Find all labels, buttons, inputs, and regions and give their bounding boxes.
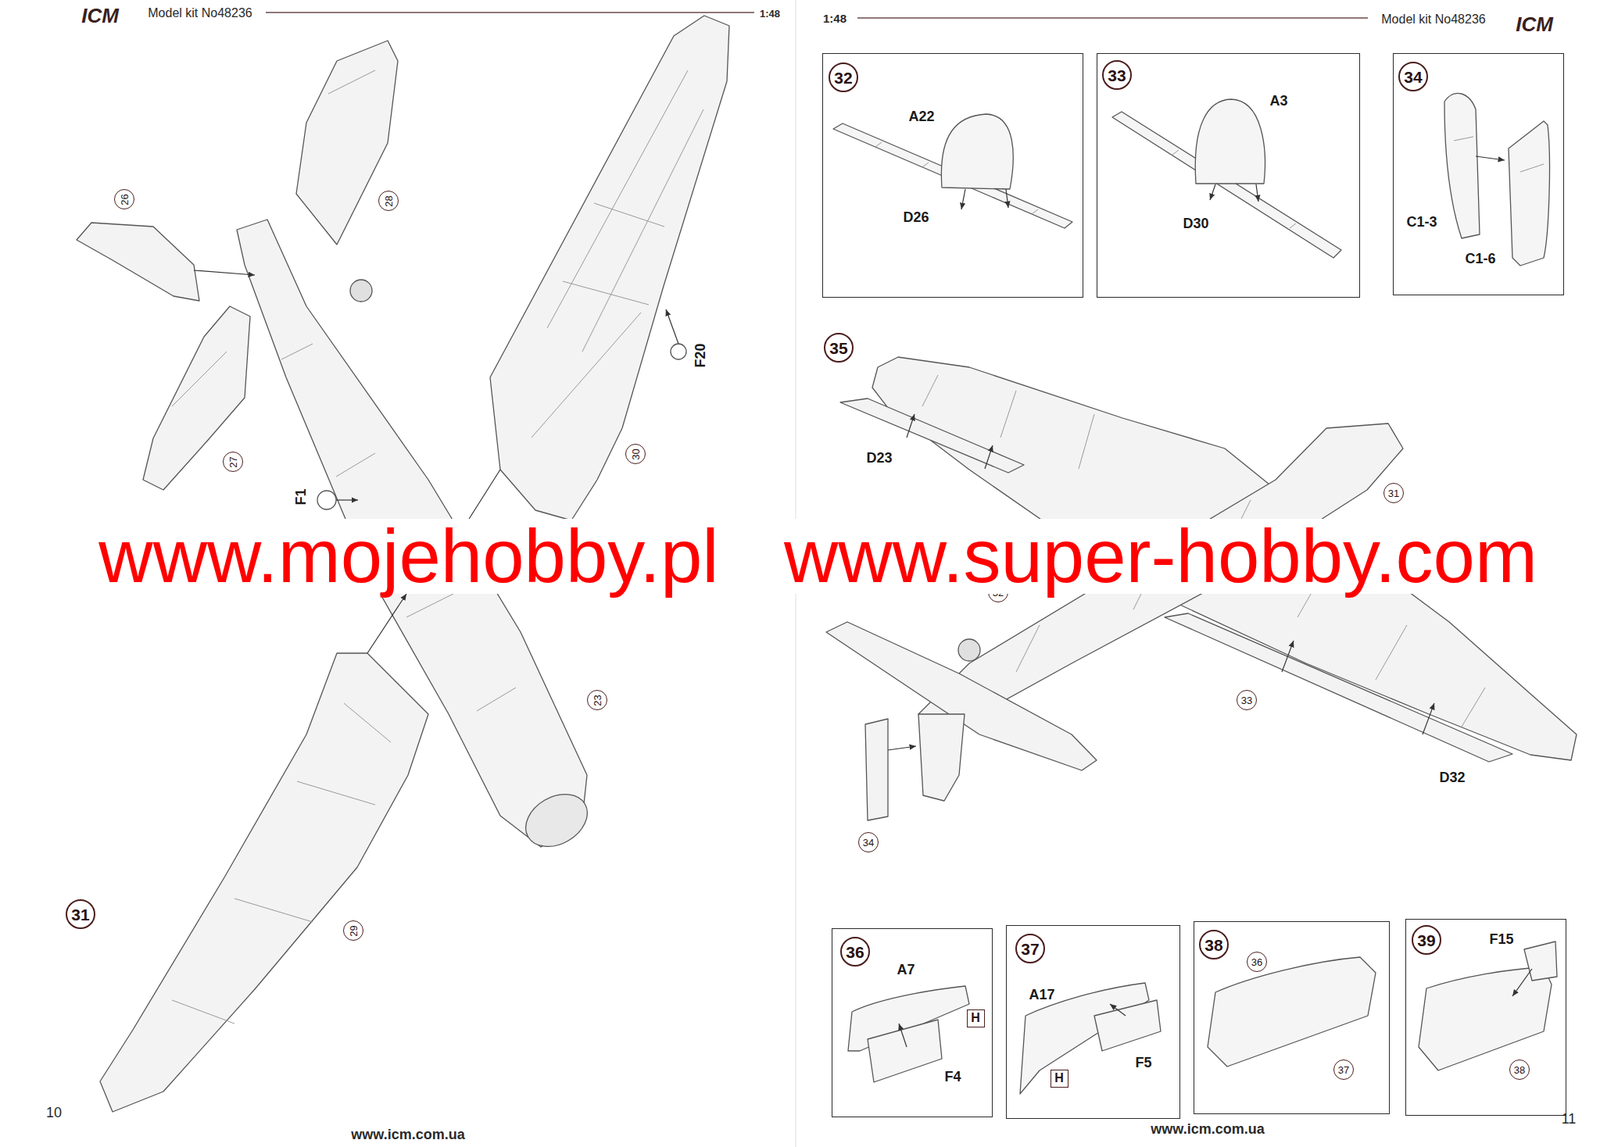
kit-number: Model kit No48236: [147, 7, 252, 20]
callout-text: 34: [862, 837, 874, 849]
website-url: www.icm.com.ua: [350, 1127, 465, 1142]
scale-label: 1:48: [823, 12, 847, 25]
step-number: 37: [1015, 934, 1046, 964]
brand-logo: ICM: [81, 5, 119, 26]
callout-text: 30: [630, 448, 641, 460]
callout-number: 33: [1236, 690, 1257, 711]
part-number: C1-6: [1463, 250, 1497, 268]
kit-number: Model kit No48236: [1381, 13, 1486, 26]
step-frame: C1-3C1-6 34: [1392, 53, 1565, 296]
callout-number: 30: [625, 443, 646, 465]
part-number: D30: [1181, 215, 1210, 233]
callout-text: 36: [1251, 957, 1263, 968]
callout-number: 23: [587, 690, 608, 711]
callout-number: 26: [114, 189, 135, 210]
step-frame: A7F4 36H: [831, 928, 993, 1118]
callout-number: 36: [1246, 952, 1268, 973]
callout-number: 28: [378, 190, 399, 212]
step-number: 31: [65, 899, 96, 930]
marker-box: H: [1050, 1070, 1069, 1089]
step-number: 36: [840, 937, 870, 967]
step-frame: A3D30 33: [1096, 53, 1361, 298]
part-number: F5: [1133, 1055, 1153, 1072]
callout-number: 31: [1383, 483, 1404, 504]
step-frame: 38 36 37: [1193, 921, 1390, 1115]
step-frame: F15 39 38: [1405, 919, 1567, 1117]
part-number: A3: [1267, 93, 1289, 110]
callout-text: 38: [1514, 1065, 1525, 1076]
step-number: 39: [1411, 925, 1442, 956]
part-number: D26: [901, 209, 931, 226]
step-number: 32: [828, 62, 859, 93]
callout-text: 31: [1388, 488, 1400, 499]
marker-box: H: [966, 1009, 985, 1028]
watermark: www.mojehobby.pl: [96, 519, 720, 595]
step-number: 35: [823, 332, 854, 363]
marker-letter: H: [970, 1012, 981, 1025]
part-number: D32: [1437, 770, 1467, 785]
callout-number: 34: [858, 832, 879, 853]
step-frame: A22D26 32: [822, 53, 1084, 298]
callout-text: 23: [592, 694, 603, 706]
part-number: F20: [693, 341, 708, 369]
part-number: A22: [906, 108, 936, 126]
callout-number: 37: [1333, 1059, 1354, 1081]
part-number: D23: [864, 451, 894, 466]
callout-text: 28: [383, 195, 394, 207]
scale-label: 1:48: [759, 8, 781, 19]
callout-text: 29: [348, 925, 359, 937]
page-number: 10: [46, 1106, 62, 1121]
callout-text: 36: [845, 944, 864, 961]
step-number: 33: [1102, 60, 1132, 90]
callout-text: 37: [1020, 941, 1039, 958]
page-number: 11: [1561, 1112, 1577, 1127]
callout-text: 39: [1417, 932, 1436, 949]
part-number: F1: [293, 486, 308, 507]
callout-text: 34: [1403, 68, 1422, 86]
step-frame: A17F5 37H: [1005, 925, 1181, 1120]
step-number: 38: [1199, 930, 1229, 960]
callout-number: 29: [343, 920, 364, 942]
part-number: A7: [894, 962, 917, 979]
callout-text: 33: [1107, 67, 1126, 84]
callout-text: 32: [834, 69, 852, 86]
callout-number: 38: [1509, 1059, 1530, 1081]
callout-text: 38: [1204, 937, 1223, 954]
callout-text: 37: [1338, 1065, 1350, 1076]
step-number: 34: [1398, 61, 1429, 92]
callout-number: 27: [222, 451, 244, 473]
left-page-aircraft: [76, 15, 730, 1113]
part-number: C1-3: [1404, 214, 1439, 231]
website-url: www.icm.com.ua: [1150, 1122, 1264, 1137]
callout-text: 31: [71, 906, 90, 924]
marker-letter: H: [1054, 1072, 1064, 1085]
callout-text: 27: [228, 456, 239, 468]
callout-text: 35: [829, 340, 848, 357]
part-number: A17: [1027, 987, 1056, 1004]
watermark: www.super-hobby.com: [782, 519, 1540, 595]
part-number: F4: [942, 1069, 963, 1086]
callout-text: 26: [119, 193, 130, 205]
brand-logo: ICM: [1515, 14, 1554, 35]
callout-text: 33: [1241, 695, 1253, 706]
part-number: F15: [1487, 931, 1515, 949]
